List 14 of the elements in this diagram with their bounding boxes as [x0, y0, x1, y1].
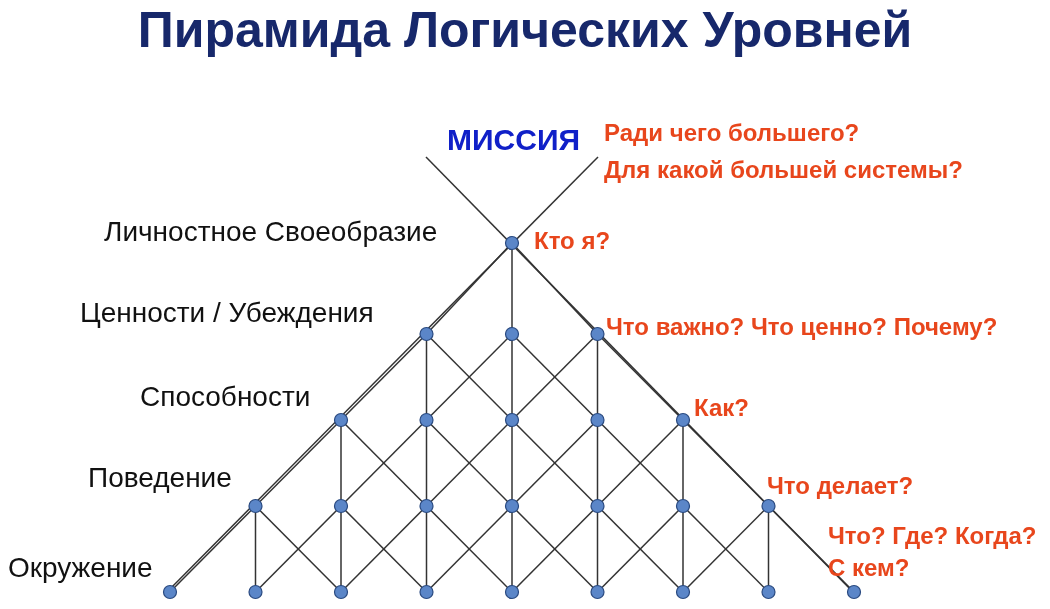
question-text: Для какой большей системы? [604, 155, 963, 185]
level-label: Окружение [8, 552, 153, 584]
mission-label: МИССИЯ [447, 124, 580, 156]
level-label: Личностное Своеобразие [104, 216, 438, 248]
question-text: Ради чего большего? [604, 118, 860, 148]
question-text: Что важно? Что ценно? Почему? [606, 312, 998, 342]
level-label: Поведение [88, 462, 232, 494]
question-text: Как? [694, 393, 749, 423]
level-label: Способности [140, 381, 311, 413]
level-label: Ценности / Убеждения [80, 297, 374, 329]
question-text: Что делает? [767, 471, 914, 501]
question-text: Что? Где? Когда? С кем? [828, 521, 1038, 583]
question-text: Кто я? [534, 226, 611, 256]
title: Пирамида Логических Уровней [136, 2, 914, 58]
